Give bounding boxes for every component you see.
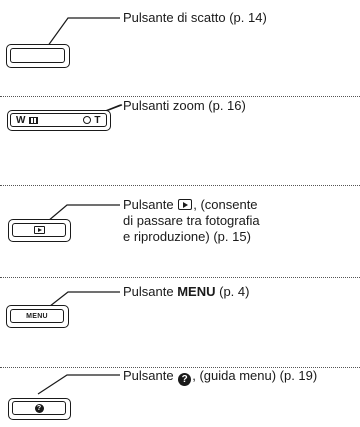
zoom-wide-label: W: [16, 115, 38, 126]
menu-button-label: Pulsante MENU (p. 4): [123, 284, 250, 299]
help-leader-line: [37, 374, 120, 395]
menu-button-inner: MENU: [10, 309, 64, 323]
playback-button-inner: [12, 223, 66, 237]
playback-icon: [33, 226, 45, 234]
zoom-tele-label: T: [83, 115, 101, 126]
help-button-label: Pulsante ?, (guida menu) (p. 19): [123, 368, 318, 386]
help-button: ?: [8, 398, 71, 420]
divider-1: [0, 96, 360, 97]
zoom-buttons-section: W T Pulsanti zoom (p. 16): [0, 96, 360, 176]
playback-button: [8, 219, 71, 242]
menu-button-text: MENU: [26, 312, 48, 320]
zoom-button-inner: W T: [10, 113, 107, 127]
zoom-buttons-label: Pulsanti zoom (p. 16): [123, 98, 246, 113]
help-inline-icon: ?: [178, 373, 192, 386]
playback-inline-icon: [178, 199, 193, 210]
playback-button-section: Pulsante , (consente di passare tra foto…: [0, 185, 360, 265]
help-icon: ?: [34, 403, 44, 413]
menu-button: MENU: [6, 305, 69, 328]
shutter-button: [6, 44, 70, 68]
divider-3: [0, 277, 360, 278]
zoom-grid-icon: [28, 116, 38, 124]
playback-button-label: Pulsante , (consente di passare tra foto…: [123, 197, 260, 244]
shutter-button-inner: [10, 48, 65, 63]
zoom-button: W T: [7, 110, 111, 131]
divider-2: [0, 185, 360, 186]
menu-leader-line: [44, 291, 120, 311]
help-button-section: ? Pulsante ?, (guida menu) (p. 19): [0, 367, 360, 427]
zoom-magnifier-icon: [83, 116, 92, 124]
divider-4: [0, 367, 360, 368]
shutter-button-label: Pulsante di scatto (p. 14): [123, 10, 267, 25]
shutter-button-section: Pulsante di scatto (p. 14): [0, 0, 360, 80]
help-button-inner: ?: [12, 401, 66, 415]
menu-button-section: MENU Pulsante MENU (p. 4): [0, 277, 360, 347]
